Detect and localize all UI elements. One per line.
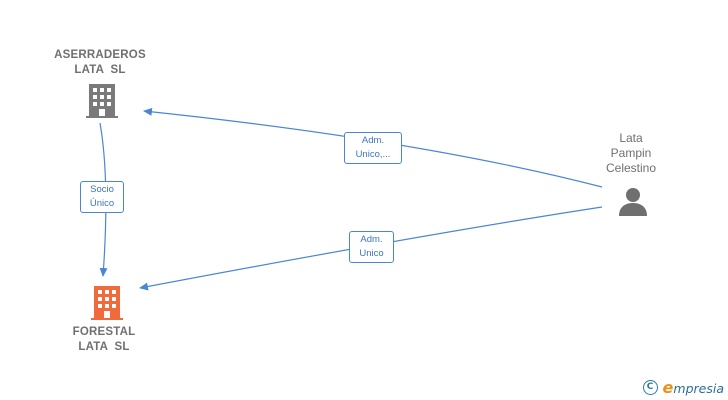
edge-label-adm-unico-forestal[interactable]: Adm. Unico (349, 231, 394, 263)
edge-label-line2: Unico,... (355, 149, 391, 160)
node-person-line1: Lata (619, 131, 643, 145)
node-aserraderos-line1: ASERRADEROS (54, 49, 146, 61)
edge-label-line1: Adm. (361, 135, 385, 146)
edge-label-socio-unico[interactable]: Socio Único (80, 181, 124, 213)
edge-label-line1: Socio (90, 184, 114, 195)
copyright-icon: C (642, 379, 658, 395)
node-forestal-line1: FORESTAL (72, 326, 136, 338)
building-icon[interactable] (86, 84, 118, 118)
edge-label-line2: Único (89, 198, 115, 209)
node-person-line2: Pampin (610, 146, 652, 160)
footer-brand: C empresia (642, 378, 724, 397)
node-person-line3: Celestino (605, 161, 657, 175)
building-highlight-icon[interactable] (91, 286, 123, 320)
edge-label-line2: Unico (359, 248, 384, 259)
edge-person-to-forestal (139, 206, 603, 291)
edge-label-line1: Adm. (360, 234, 383, 245)
brand-initial: e (662, 377, 674, 397)
brand-rest: mpresia (673, 380, 724, 396)
node-aserraderos-label[interactable]: ASERRADEROS LATA SL (38, 48, 162, 78)
node-person-label[interactable]: Lata Pampin Celestino (586, 131, 676, 176)
node-aserraderos-line2: LATA SL (74, 64, 126, 76)
person-icon[interactable] (618, 187, 648, 217)
node-forestal-line2: LATA SL (78, 341, 130, 353)
edge-label-adm-unico-aserraderos[interactable]: Adm. Unico,... (344, 132, 402, 164)
node-forestal-label[interactable]: FORESTAL LATA SL (44, 325, 164, 355)
brand-logo[interactable]: empresia (663, 378, 724, 397)
